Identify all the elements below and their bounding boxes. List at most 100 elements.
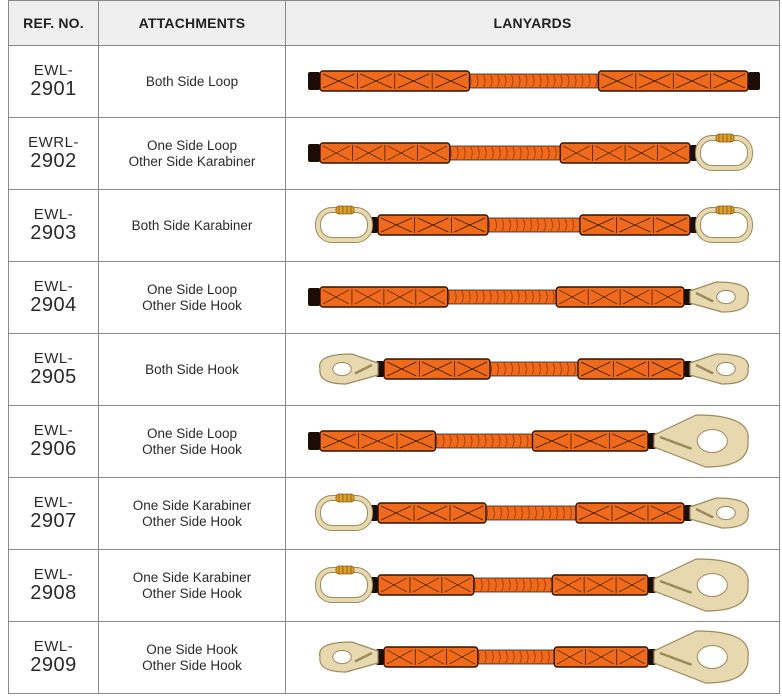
webbing-strap: [383, 646, 649, 668]
snap-hook-icon: [684, 281, 749, 313]
lanyard-illustration: [308, 281, 749, 313]
karabiner-icon: [690, 205, 753, 243]
attachment-line-1: Both Side Karabiner: [131, 217, 253, 233]
karabiner-icon: [315, 205, 378, 243]
ref-prefix: EWL-: [33, 206, 74, 224]
header-row: REF. NO. ATTACHMENTS LANYARDS: [8, 0, 780, 46]
ref-prefix: EWL-: [33, 278, 74, 296]
table-row: EWL-2903 Both Side Karabiner: [8, 189, 780, 262]
webbing-strap: [383, 358, 685, 380]
karabiner-icon: [315, 565, 378, 603]
attachment-line-2: Other Side Hook: [142, 297, 242, 313]
webbing-loop-end: [308, 288, 320, 306]
lanyard-illustration: [308, 414, 749, 468]
lanyard-image-cell: [285, 117, 780, 190]
lanyard-image-cell: [285, 189, 780, 262]
karabiner-icon: [315, 493, 378, 531]
ref-cell: EWL-2906: [8, 405, 99, 478]
snap-hook-icon: [319, 641, 384, 673]
attachments-cell: Both Side Loop: [98, 45, 286, 118]
header-attachments: ATTACHMENTS: [98, 0, 286, 46]
ref-number: 2904: [30, 293, 77, 316]
ref-prefix: EWL-: [33, 62, 74, 80]
ref-cell: EWRL-2902: [8, 117, 99, 190]
attachments-cell: Both Side Hook: [98, 333, 286, 406]
attachment-line-2: Other Side Hook: [142, 513, 242, 529]
attachment-line-2: Other Side Hook: [142, 441, 242, 457]
table-row: EWL-2901 Both Side Loop: [8, 45, 780, 118]
lanyard-image-cell: [285, 405, 780, 478]
ref-number: 2905: [30, 365, 77, 388]
attachment-line-1: One Side Karabiner: [132, 569, 252, 585]
ref-cell: EWL-2901: [8, 45, 99, 118]
ref-cell: EWL-2903: [8, 189, 99, 262]
ref-prefix: EWRL-: [28, 134, 79, 152]
attachment-line-1: One Side Loop: [146, 425, 238, 441]
webbing-strap: [377, 574, 649, 596]
ref-prefix: EWL-: [33, 494, 74, 512]
ref-cell: EWL-2904: [8, 261, 99, 334]
attachment-line-2: Other Side Hook: [142, 657, 242, 673]
snap-hook-icon: [319, 353, 384, 385]
webbing-loop-end: [308, 72, 320, 90]
ref-number: 2908: [30, 581, 77, 604]
large-hook-icon: [648, 630, 749, 684]
webbing-strap: [319, 286, 685, 308]
ref-cell: EWL-2907: [8, 477, 99, 550]
header-lanyards: LANYARDS: [285, 0, 780, 46]
lanyard-image-cell: [285, 477, 780, 550]
large-hook-icon: [648, 414, 749, 468]
lanyard-image-cell: [285, 621, 780, 694]
snap-hook-icon: [684, 497, 749, 529]
table-row: EWL-2905 Both Side Hook: [8, 333, 780, 406]
lanyard-illustration: [315, 558, 749, 612]
lanyard-image-cell: [285, 333, 780, 406]
ref-cell: EWL-2905: [8, 333, 99, 406]
attachment-line-1: Both Side Hook: [145, 361, 239, 377]
lanyard-illustration: [319, 353, 749, 385]
ref-number: 2903: [30, 221, 77, 244]
attachment-line-1: One Side Loop: [146, 137, 238, 153]
lanyard-illustration: [308, 70, 760, 92]
ref-number: 2907: [30, 509, 77, 532]
ref-number: 2902: [30, 149, 77, 172]
ref-cell: EWL-2908: [8, 549, 99, 622]
ref-cell: EWL-2909: [8, 621, 99, 694]
karabiner-icon: [690, 133, 753, 171]
snap-hook-icon: [684, 353, 749, 385]
lanyard-image-cell: [285, 549, 780, 622]
lanyard-image-cell: [285, 261, 780, 334]
attachment-line-2: Other Side Karabiner: [128, 153, 256, 169]
attachment-line-2: Other Side Hook: [142, 585, 242, 601]
large-hook-icon: [648, 558, 749, 612]
lanyard-illustration: [315, 205, 753, 243]
webbing-loop-end: [308, 144, 320, 162]
lanyard-illustration: [319, 630, 749, 684]
attachment-line-1: Both Side Loop: [145, 73, 239, 89]
webbing-strap: [377, 214, 691, 236]
attachments-cell: Both Side Karabiner: [98, 189, 286, 262]
attachment-line-1: One Side Karabiner: [132, 497, 252, 513]
attachment-line-1: One Side Hook: [146, 641, 238, 657]
ref-number: 2901: [30, 77, 77, 100]
ref-prefix: EWL-: [33, 638, 74, 656]
ref-number: 2909: [30, 653, 77, 676]
webbing-strap: [377, 502, 685, 524]
attachment-line-1: One Side Loop: [146, 281, 238, 297]
webbing-strap: [319, 430, 649, 452]
lanyard-illustration: [315, 493, 749, 531]
ref-prefix: EWL-: [33, 422, 74, 440]
